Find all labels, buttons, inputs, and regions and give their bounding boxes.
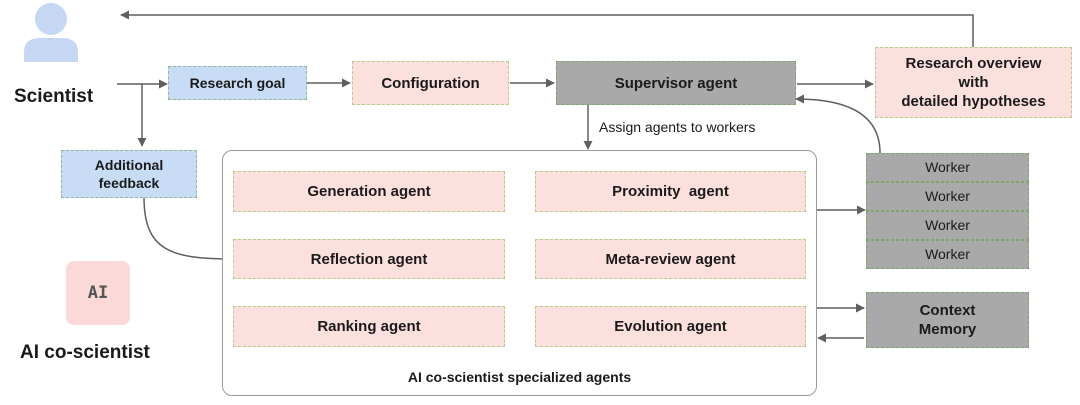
arrow-overview-to-scientist xyxy=(120,10,974,47)
scientist-person-icon xyxy=(24,3,78,62)
meta-review-agent-box: Meta-review agent xyxy=(535,239,806,279)
feedback-line-2: feedback xyxy=(98,175,160,191)
supervisor-agent-box: Supervisor agent xyxy=(556,61,796,105)
proximity-agent-box: Proximity agent xyxy=(535,171,806,212)
scientist-label: Scientist xyxy=(14,86,94,107)
overview-line-1: Research overview xyxy=(905,55,1042,72)
assign-agents-label: Assign agents to workers xyxy=(599,119,756,135)
panel-title: AI co-scientist specialized agents xyxy=(407,369,632,385)
reflection-agent-box: Reflection agent xyxy=(233,239,505,279)
feedback-line-1: Additional xyxy=(94,157,164,173)
overview-line-2: with xyxy=(958,74,989,91)
memory-line-1: Context xyxy=(919,302,976,319)
overview-line-3: detailed hypotheses xyxy=(901,93,1046,110)
ranking-agent-box: Ranking agent xyxy=(233,306,505,347)
configuration-box: Configuration xyxy=(352,61,509,105)
generation-agent-box: Generation agent xyxy=(233,171,505,212)
ai-co-scientist-label: AI co-scientist xyxy=(20,342,150,363)
memory-line-2: Memory xyxy=(918,321,977,338)
worker-box: Worker xyxy=(866,211,1029,240)
research-goal-box: Research goal xyxy=(168,66,307,100)
context-memory-box: Context Memory xyxy=(866,292,1029,348)
research-overview-box: Research overview with detailed hypothes… xyxy=(875,47,1072,118)
worker-box: Worker xyxy=(866,153,1029,182)
worker-box: Worker xyxy=(866,182,1029,211)
evolution-agent-box: Evolution agent xyxy=(535,306,806,347)
arrow-feedback-to-reflection xyxy=(143,196,233,264)
arrow-workers-to-supervisor xyxy=(795,94,881,154)
worker-box: Worker xyxy=(866,240,1029,269)
additional-feedback-box: Additional feedback xyxy=(61,150,197,198)
ai-badge-icon: AI xyxy=(66,261,130,325)
